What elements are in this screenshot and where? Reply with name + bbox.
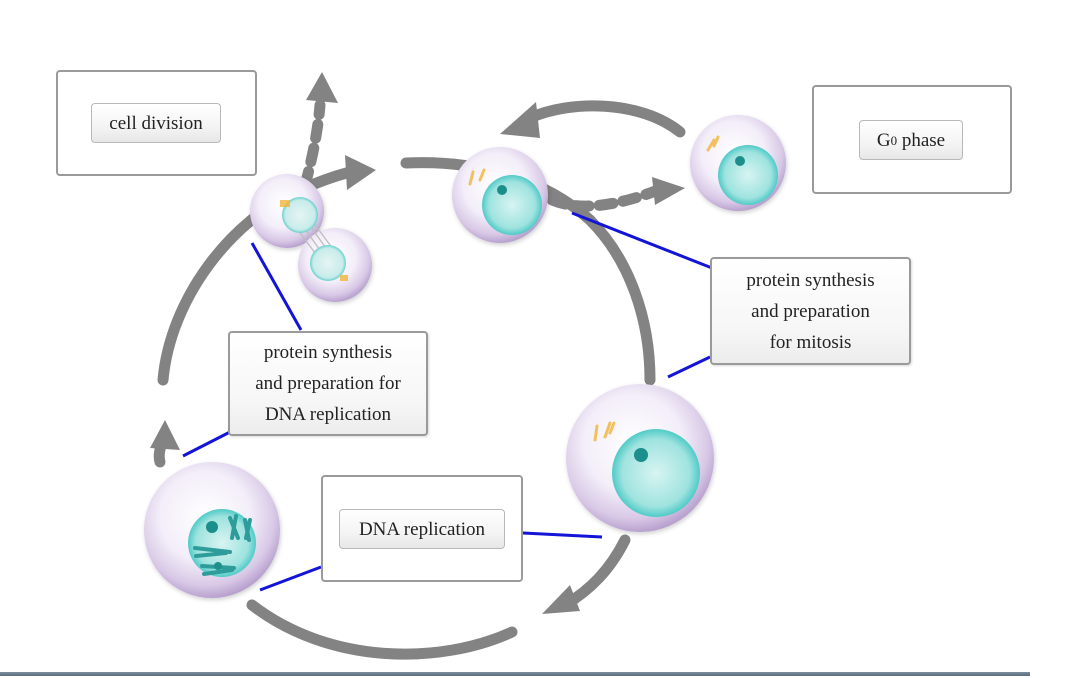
bottom-divider xyxy=(0,672,1030,676)
dividing-cells-image xyxy=(250,174,372,302)
s-phase-cell-image xyxy=(566,384,714,532)
mitosis-cell-image xyxy=(144,462,280,598)
g0-cell-image xyxy=(690,115,786,211)
dna-replication-label[interactable]: DNA replication xyxy=(339,509,505,549)
arrow-heads xyxy=(150,72,685,614)
cycle-arc-bottom xyxy=(246,599,518,660)
g2-phase-label[interactable]: protein synthesis and preparation for mi… xyxy=(710,257,911,365)
arrowhead-exit-icon xyxy=(306,72,338,103)
g0-return-arc xyxy=(524,100,686,138)
connector-lines xyxy=(182,211,713,592)
g0-phase-subscript: 0 xyxy=(890,132,898,148)
arrowhead-g0-return-icon xyxy=(500,102,540,138)
g1-phase-label[interactable]: protein synthesis and preparation for DN… xyxy=(228,331,428,436)
cell-division-label[interactable]: cell division xyxy=(91,103,221,143)
g2-cell-image xyxy=(452,147,548,243)
g0-phase-word: phase xyxy=(897,129,946,151)
g0-phase-letter: G xyxy=(876,129,891,151)
arrowhead-g0-icon xyxy=(652,177,685,205)
arrowhead-top-icon xyxy=(345,155,376,190)
g0-dashed-arrow-line xyxy=(546,184,664,212)
cycle-arc-right-lower xyxy=(559,534,631,611)
arrowhead-left-icon xyxy=(150,420,180,450)
exit-dashed-arrow-line xyxy=(299,99,326,191)
dashed-arrows xyxy=(299,99,664,212)
arrowhead-bottom-right-icon xyxy=(542,585,580,614)
